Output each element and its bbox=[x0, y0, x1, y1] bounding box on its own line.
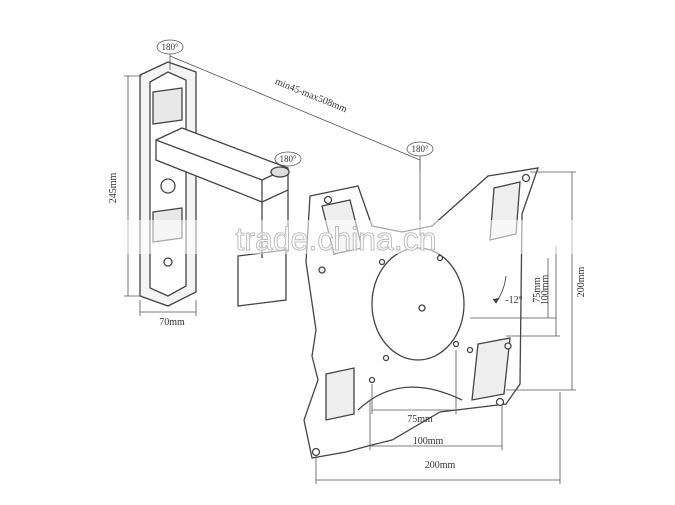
rotation-badge-plate: 180° bbox=[406, 141, 434, 157]
vesa-h-large-label: 200mm bbox=[425, 460, 456, 471]
vesa-v-mid-label: 100mm bbox=[540, 275, 551, 306]
wall-width-label: 70mm bbox=[159, 317, 185, 328]
vesa-v-small-label: 75mm bbox=[532, 277, 543, 303]
watermark: trade.china.cn bbox=[108, 220, 578, 258]
svg-text:trade.china.cn: trade.china.cn bbox=[235, 221, 436, 257]
tilt-label: -12° bbox=[505, 295, 522, 306]
arm-extension-label: min45-max508mm bbox=[273, 76, 348, 115]
rotation-badge-arm: 180° bbox=[274, 151, 302, 167]
vesa-h-small-label: 75mm bbox=[407, 414, 433, 425]
vesa-h-mid-label: 100mm bbox=[413, 436, 444, 447]
vesa-v-large-label: 200mm bbox=[576, 267, 587, 298]
wall-plate bbox=[139, 61, 197, 307]
svg-text:180°: 180° bbox=[411, 144, 429, 154]
dimension-lines bbox=[124, 50, 576, 484]
svg-text:180°: 180° bbox=[279, 154, 297, 164]
svg-text:180°: 180° bbox=[161, 42, 179, 52]
wall-height-label: 245mm bbox=[108, 173, 119, 204]
rotation-badge-wall: 180° bbox=[156, 39, 184, 55]
tilt-indicator bbox=[492, 275, 507, 304]
